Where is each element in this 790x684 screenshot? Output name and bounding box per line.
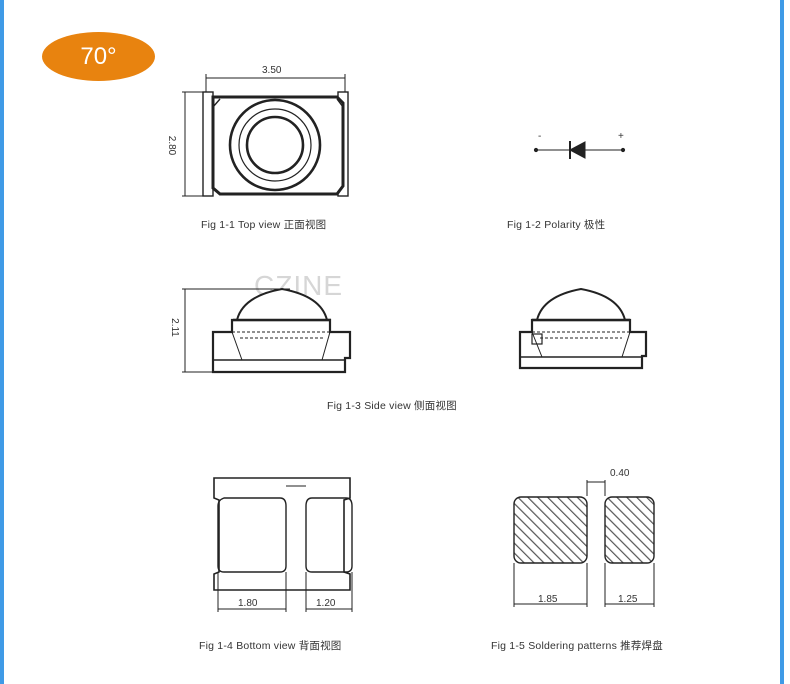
bottom-left-dim: 1.80 <box>238 598 258 609</box>
side-height-dim: 2.11 <box>168 318 180 337</box>
caption-soldering: Fig 1-5 Soldering patterns 推荐焊盘 <box>491 640 663 652</box>
left-border <box>0 0 4 684</box>
top-view-drawing <box>182 74 349 197</box>
polarity-plus: + <box>618 131 624 142</box>
polarity-drawing <box>533 141 626 159</box>
right-border <box>780 0 784 684</box>
solder-gap-dim: 0.40 <box>610 468 630 479</box>
caption-polarity: Fig 1-2 Polarity 极性 <box>507 219 606 231</box>
side-view-left-drawing <box>182 287 352 374</box>
top-width-dim: 3.50 <box>262 65 282 76</box>
caption-bottom-view: Fig 1-4 Bottom view 背面视图 <box>199 640 342 652</box>
angle-badge: 70° <box>42 32 155 81</box>
caption-top-view: Fig 1-1 Top view 正面视图 <box>201 219 327 231</box>
solder-pattern-drawing <box>513 480 655 607</box>
side-view-right-drawing <box>518 287 648 370</box>
polarity-minus: - <box>538 131 542 142</box>
caption-side-view: Fig 1-3 Side view 侧面视图 <box>327 400 457 412</box>
bottom-right-dim: 1.20 <box>316 598 336 609</box>
solder-left-dim: 1.85 <box>538 594 558 605</box>
bottom-view-drawing <box>213 477 353 612</box>
solder-right-dim: 1.25 <box>618 594 638 605</box>
top-height-dim: 2.80 <box>166 135 178 156</box>
